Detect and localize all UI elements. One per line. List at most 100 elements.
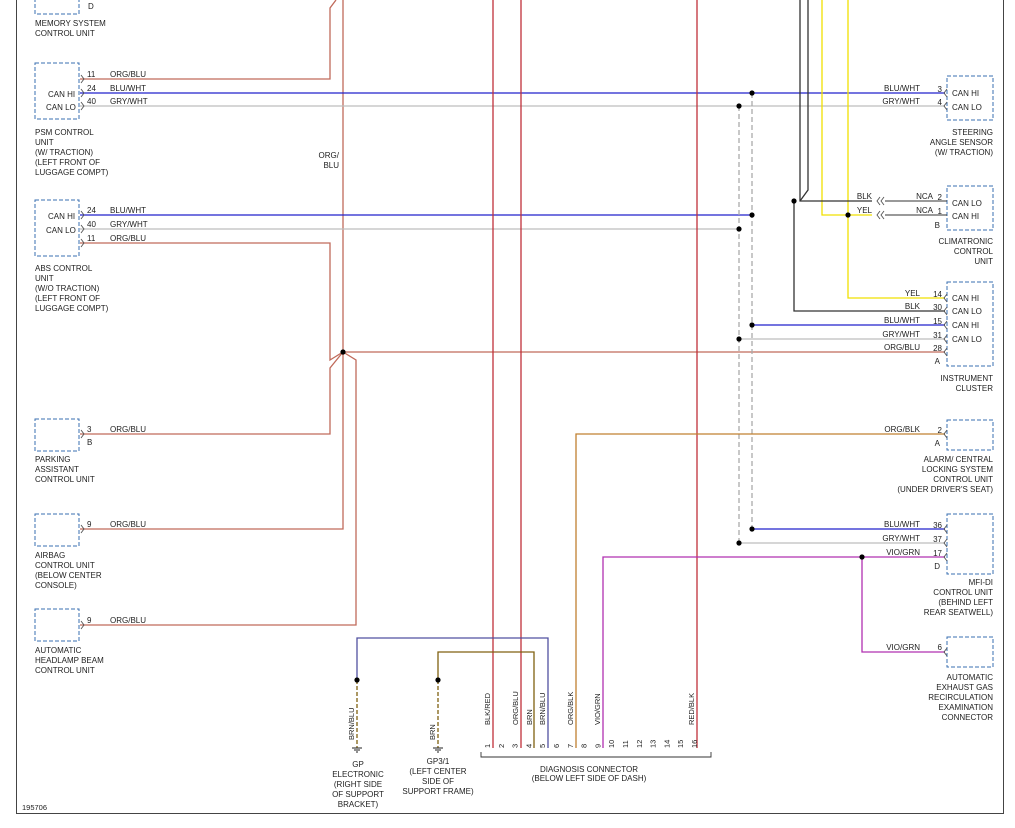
psm-control-unit (34, 62, 80, 120)
connector-chevrons (80, 74, 948, 657)
pin-label: 2 (938, 193, 943, 202)
unit-name: CONTROL UNIT (35, 29, 95, 38)
unit-name: HEADLAMP BEAM (35, 656, 104, 665)
ground-name: GP3/1 (427, 757, 450, 766)
pin-label: 15 (933, 317, 942, 326)
vio-grn-wire (602, 556, 945, 748)
pin-label: 3 (87, 425, 92, 434)
pin-label: 13 (649, 740, 658, 748)
egr-examination-connector (946, 636, 994, 668)
pin-label: 4 (524, 744, 533, 748)
pin-label: 9 (87, 520, 92, 529)
unit-name: LUGGAGE COMPT) (35, 304, 109, 313)
pin-label: 1 (483, 744, 492, 748)
wire-color-label: RED/BLK (687, 693, 696, 725)
pin-label: 14 (662, 740, 671, 748)
wire-color-label: ORG/BLK (566, 692, 575, 725)
unit-name: CONTROL UNIT (35, 666, 95, 675)
pin-label: 2 (938, 426, 943, 435)
wire-color-label: BLU/WHT (884, 520, 920, 529)
pin-label: 4 (938, 98, 943, 107)
unit-name: (LEFT FRONT OF (35, 294, 100, 303)
unit-name: (W/ TRACTION) (935, 148, 993, 157)
pin-label: 30 (933, 303, 942, 312)
can-label: CAN LO (952, 199, 982, 208)
unit-name: MEMORY SYSTEM (35, 19, 106, 28)
wire-color-label: ORG/BLU (110, 234, 146, 243)
can-label: CAN LO (46, 226, 76, 235)
wire-color-label: GRY/WHT (882, 97, 920, 106)
unit-name: ASSISTANT (35, 465, 79, 474)
wire-color-label: ORG/BLU (110, 520, 146, 529)
pin-label: 3 (511, 744, 520, 748)
wire-color-label: BLU (323, 161, 339, 170)
pin-label: 17 (933, 549, 942, 558)
wire-color-label: BLK (857, 192, 873, 201)
pin-label: 40 (87, 220, 96, 229)
unit-name: ALARM/ CENTRAL (924, 455, 994, 464)
pin-label: 28 (933, 344, 942, 353)
pin-label: 37 (933, 535, 942, 544)
unit-name: CONTROL UNIT (933, 475, 993, 484)
pin-label: 3 (938, 85, 943, 94)
steering-angle-sensor (946, 75, 994, 121)
unit-name: LUGGAGE COMPT) (35, 168, 109, 177)
pin-label: 11 (621, 740, 630, 748)
unit-name: PSM CONTROL (35, 128, 94, 137)
wire-color-label: BLK (905, 302, 921, 311)
pin-label: 5 (538, 744, 547, 748)
pin-label: 14 (933, 290, 942, 299)
can-label: CAN HI (952, 89, 979, 98)
pin-label: 1 (938, 207, 943, 216)
can-label: CAN HI (952, 212, 979, 221)
can-label: CAN HI (952, 321, 979, 330)
red-diag-wires (492, 0, 698, 748)
ground-symbols (352, 747, 443, 753)
unit-name: (BELOW CENTER (35, 571, 102, 580)
wire-color-label: YEL (905, 289, 921, 298)
wire-color-label: YEL (857, 206, 873, 215)
pin-label: 2 (497, 744, 506, 748)
unit-name: UNIT (35, 274, 54, 283)
pin-label: 15 (676, 740, 685, 748)
ground-name: BRACKET) (338, 800, 379, 809)
pin-label: 12 (635, 740, 644, 748)
pin-label: 9 (593, 744, 602, 748)
ground-name: SIDE OF (422, 777, 454, 786)
org-blu-bus (80, 0, 945, 626)
wire-color-label: BRN/BLU (538, 692, 547, 725)
can-label: CAN HI (952, 294, 979, 303)
wire-color-label: BLU/WHT (110, 84, 146, 93)
wire-color-label: ORG/BLU (110, 616, 146, 625)
parking-assistant-control-unit (34, 418, 80, 452)
abs-control-unit (34, 199, 80, 257)
pin-label: 24 (87, 84, 96, 93)
can-label: CAN LO (46, 103, 76, 112)
wire-color-label: VIO/GRN (886, 643, 920, 652)
unit-name: CLIMATRONIC (938, 237, 993, 246)
unit-name: CONSOLE) (35, 581, 77, 590)
unit-name: UNIT (35, 138, 54, 147)
wire-color-label: VIO/GRN (593, 693, 602, 725)
connector-label: B (87, 438, 92, 447)
memory-control-unit (34, 0, 80, 15)
pin-label: 6 (938, 643, 943, 652)
wire-color-label: ORG/BLK (884, 425, 920, 434)
pin-label: 10 (607, 740, 616, 748)
unit-name: EXAMINATION (938, 703, 993, 712)
pin-label: 9 (87, 616, 92, 625)
unit-name: CONNECTOR (942, 713, 994, 722)
wire-color-label: BLU/WHT (110, 206, 146, 215)
unit-name: ANGLE SENSOR (930, 138, 993, 147)
unit-name: PARKING (35, 455, 70, 464)
ground-name: SUPPORT FRAME) (402, 787, 474, 796)
wire-color-label: BRN (525, 709, 534, 725)
unit-name: CONTROL (954, 247, 994, 256)
pin-label: 31 (933, 331, 942, 340)
can-label: CAN LO (952, 103, 982, 112)
yel-wire (821, 0, 945, 299)
climatronic-control-unit (946, 185, 994, 231)
ground-name: (LEFT CENTER (409, 767, 466, 776)
unit-name: EXHAUST GAS (936, 683, 993, 692)
connector-label: D (934, 562, 940, 571)
